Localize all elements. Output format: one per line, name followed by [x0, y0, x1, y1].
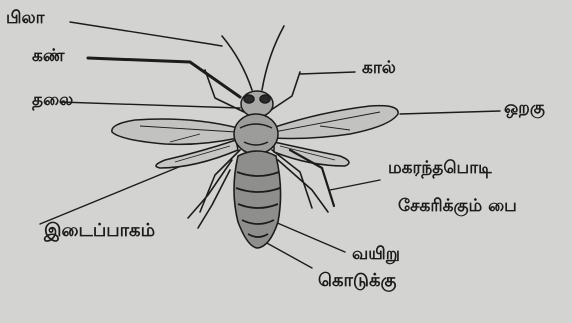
- head: [241, 91, 273, 117]
- label-pollen-line2: சேகரிக்கும் பை: [398, 198, 517, 215]
- abdomen: [234, 151, 281, 248]
- leader-eye: [88, 58, 240, 97]
- label-sting: கொடுக்கு: [318, 272, 396, 290]
- label-leg: கால்: [362, 60, 396, 77]
- label-eye: கண்: [32, 48, 65, 65]
- label-thorax: இடைப்பாகம்: [44, 222, 155, 240]
- leader-leg: [300, 72, 355, 74]
- label-pollen-line1: மகரந்தபொடி: [388, 160, 492, 177]
- label-abdomen: வயிறு: [352, 246, 400, 263]
- leader-antenna: [70, 22, 222, 46]
- label-head: தலை: [32, 92, 73, 109]
- leader-pollen: [330, 180, 380, 190]
- thorax: [234, 114, 278, 154]
- label-wing: ஒறகு: [504, 100, 545, 117]
- antennae: [222, 26, 284, 90]
- leader-abdomen: [275, 222, 345, 252]
- leader-wing: [400, 111, 500, 114]
- leader-sting: [265, 242, 312, 268]
- label-antenna: பிலா: [6, 10, 45, 27]
- leader-head: [60, 102, 240, 108]
